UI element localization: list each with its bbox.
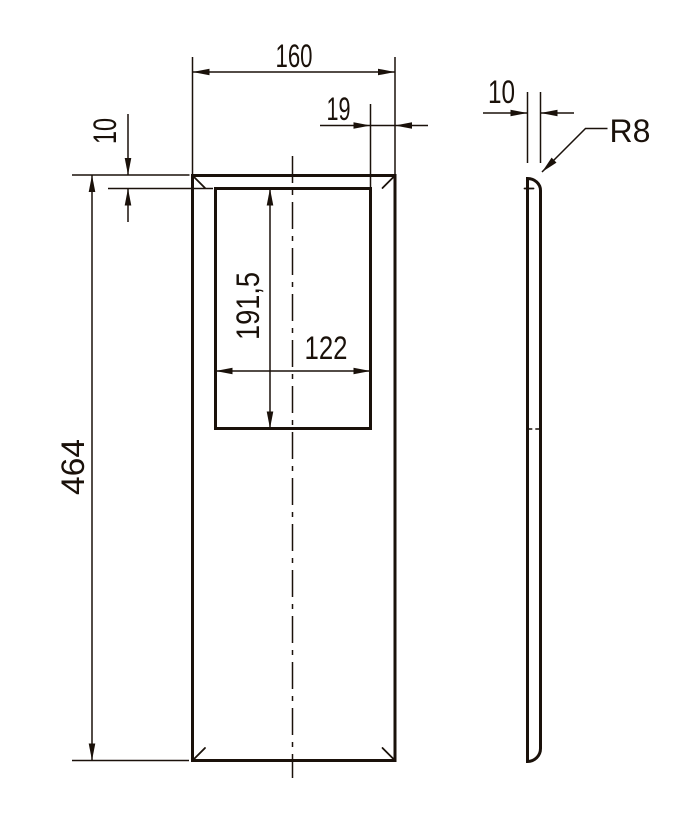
dim-cutout-height: 191,5	[230, 188, 274, 429]
corner-tick-bottom-right	[381, 747, 396, 762]
dim-label-thickness: 10	[488, 74, 515, 110]
dim-overall-height: 464	[55, 175, 189, 762]
dim-label-cutout-offset-top: 10	[87, 118, 123, 144]
dim-label-overall-width: 160	[276, 38, 313, 74]
dim-overall-width: 160	[191, 38, 396, 187]
leader-line	[541, 127, 608, 173]
front-view	[191, 156, 397, 778]
arrowhead	[124, 158, 132, 175]
dim-label-corner-radius: R8	[610, 113, 651, 149]
arrowhead	[124, 188, 132, 206]
dim-cutout-offset-top: 10	[72, 114, 213, 222]
arrowhead	[353, 367, 371, 375]
corner-tick-top-right	[381, 174, 396, 189]
arrowhead	[266, 411, 274, 429]
corner-tick-bottom-left	[191, 747, 206, 762]
dim-cutout-width: 122	[215, 330, 371, 375]
dim-label-cutout-height: 191,5	[230, 272, 266, 340]
dim-thickness: 10	[483, 74, 574, 163]
side-profile-outline	[526, 176, 542, 764]
arrowhead	[215, 367, 233, 375]
arrowhead	[266, 188, 274, 206]
arrowhead	[395, 122, 412, 129]
corner-tick-top-left	[191, 174, 206, 189]
arrowhead	[192, 68, 210, 76]
arrowhead	[88, 175, 96, 192]
leader-corner-radius: R8	[541, 113, 651, 173]
arrowhead	[510, 109, 528, 117]
dim-cutout-offset-right: 19	[320, 91, 428, 187]
dim-label-overall-height: 464	[55, 439, 91, 495]
arrowhead	[540, 109, 558, 117]
dim-label-cutout-width: 122	[305, 330, 348, 366]
arrowhead	[542, 157, 557, 172]
plate-outline	[191, 174, 397, 762]
arrowhead	[378, 68, 395, 76]
side-view	[523, 176, 542, 764]
dim-label-cutout-offset-right: 19	[327, 91, 351, 127]
arrowhead	[88, 743, 96, 761]
cutout-outline	[214, 187, 372, 430]
arrowhead	[353, 122, 371, 129]
